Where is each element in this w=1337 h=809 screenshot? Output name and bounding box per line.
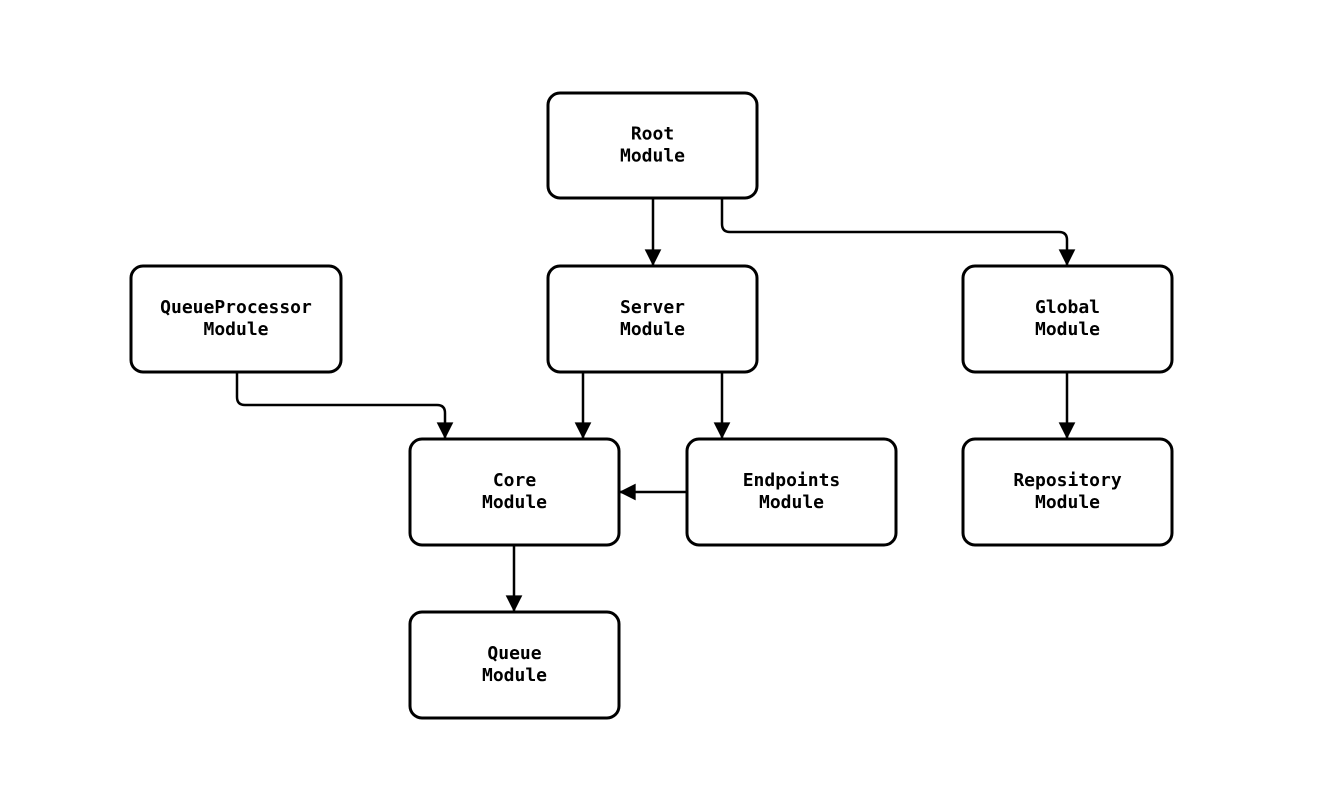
edge-queueprocessor-to-core <box>235 372 454 439</box>
node-label-line: Module <box>203 319 268 340</box>
node-label-line: Queue <box>487 643 541 664</box>
nodes-layer: RootModuleQueueProcessorModuleServerModu… <box>129 91 1174 720</box>
node-label-line: Module <box>1035 492 1100 513</box>
node-label-line: Module <box>1035 319 1100 340</box>
node-label-line: Module <box>482 492 547 513</box>
edges-layer <box>235 198 1076 612</box>
edge-root-to-global <box>720 198 1076 266</box>
node-label-line: Module <box>620 319 685 340</box>
node-label-line: Module <box>759 492 824 513</box>
node-label-line: Global <box>1035 297 1100 318</box>
node-label-line: Root <box>631 124 674 145</box>
node-label-line: Repository <box>1013 470 1122 491</box>
node-label-line: Server <box>620 297 685 318</box>
node-label-line: Module <box>482 665 547 686</box>
node-label-line: Core <box>493 470 537 491</box>
node-label-line: Endpoints <box>743 470 841 491</box>
node-label-line: QueueProcessor <box>160 297 312 318</box>
node-label-line: Module <box>620 146 685 167</box>
